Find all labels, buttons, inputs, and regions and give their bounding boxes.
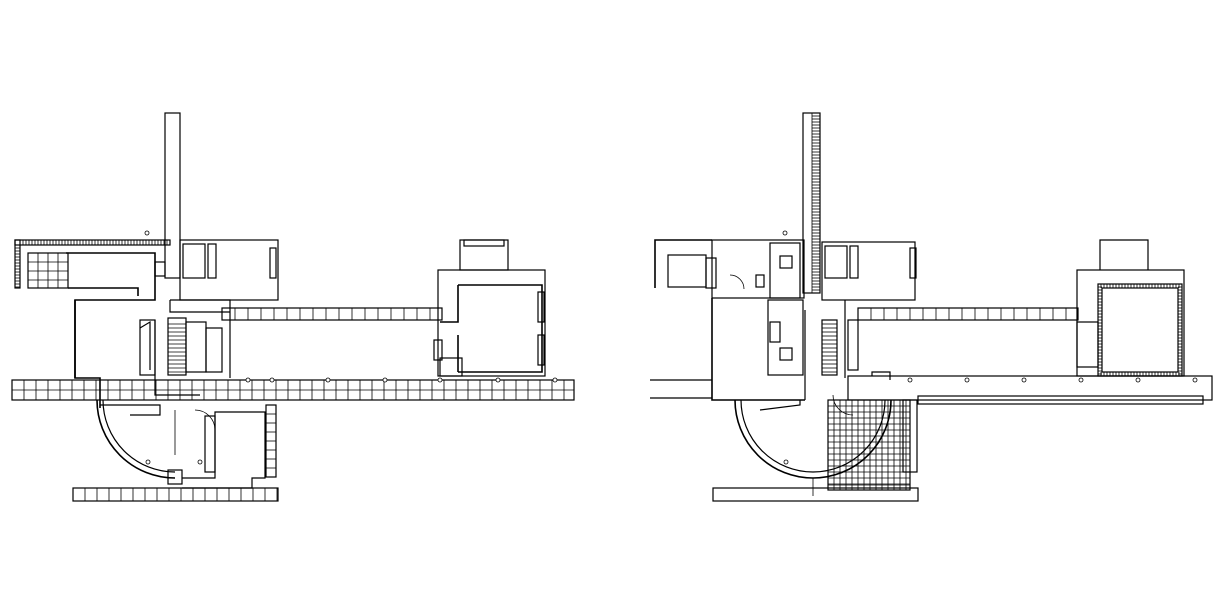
terrace-top-left [14,239,171,289]
right-wing-right [1076,239,1185,377]
main-body-left [66,239,279,408]
stair-left [168,323,186,373]
bottom-tiles-left [72,404,279,502]
plan-ground-floor [11,112,575,502]
tile-grid-left [27,252,69,289]
terrace-band-right [650,371,1213,405]
chimney-right [802,112,821,294]
main-body-right [654,239,917,401]
round-room-left [96,399,277,489]
right-wing-left [433,239,546,377]
corridor-band-left [221,307,443,321]
round-room-right [734,394,892,496]
grid-patio-right [827,399,918,491]
terrace-band-left [11,379,575,401]
corridor-band-right [857,307,1079,321]
columns-right [782,230,1198,465]
stair-right [822,323,837,373]
columns-left [144,230,558,465]
chimney [164,112,181,279]
plan-upper-floor [650,112,1213,502]
bottom-strip-right [712,484,919,502]
